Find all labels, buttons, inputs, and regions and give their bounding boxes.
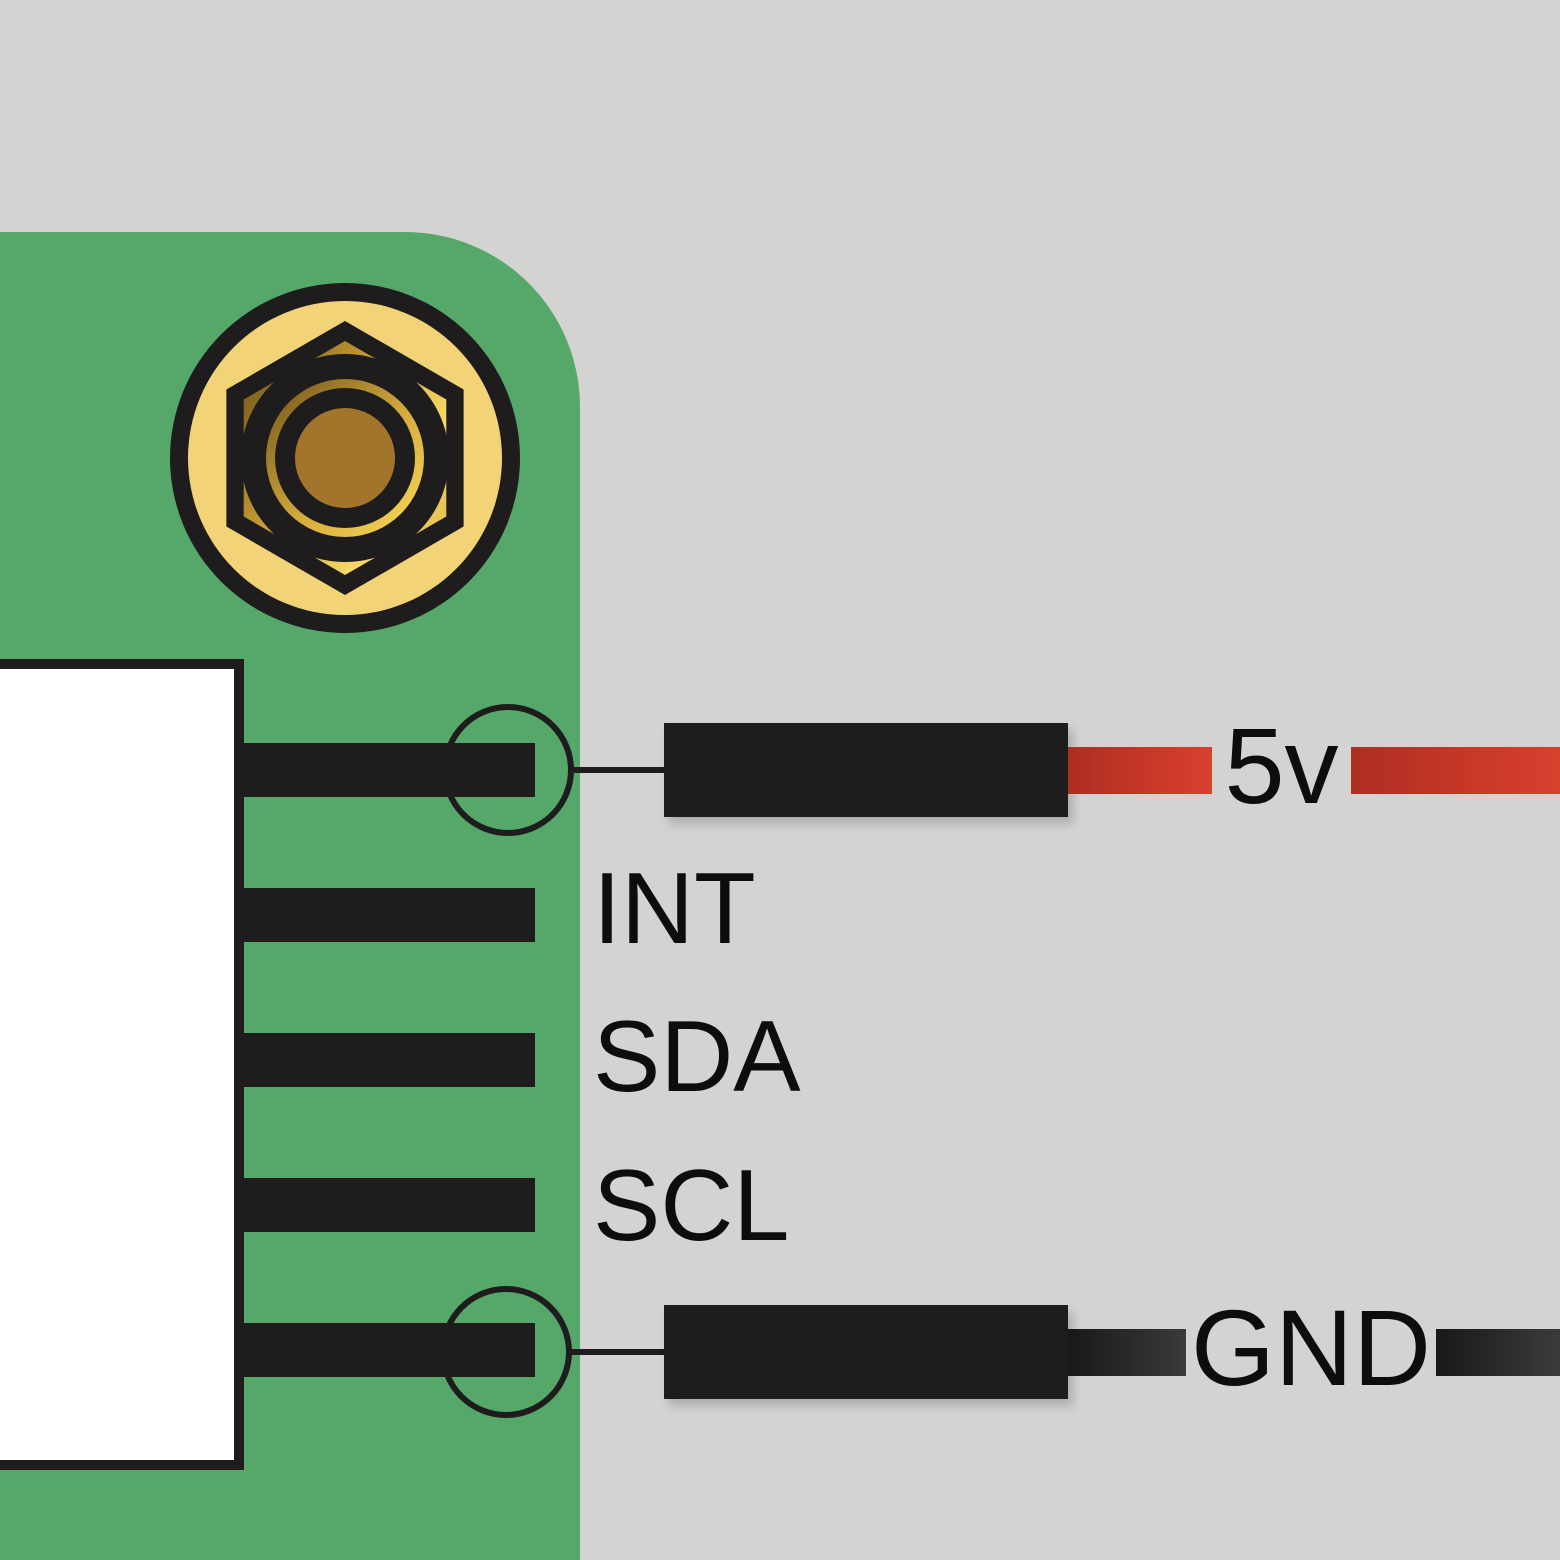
wire-red-5v-segment-2 (1351, 747, 1560, 794)
pin-label-sda: SDA (593, 1001, 801, 1113)
pin-label-int: INT (593, 853, 756, 965)
leader-line-gnd (570, 1349, 666, 1355)
wire-connector-housing-5v (664, 723, 1068, 817)
wire-connector-housing-gnd (664, 1305, 1068, 1399)
pin-highlight-circle-5v (442, 704, 574, 836)
wire-label-5v: 5v (1224, 705, 1339, 826)
wire-red-5v-segment-1 (1068, 747, 1212, 794)
leader-line-5v (570, 767, 666, 773)
standoff-mounting-hole-icon (170, 283, 520, 633)
pin-int (244, 888, 535, 942)
pin-label-scl: SCL (593, 1150, 790, 1262)
wire-black-gnd-segment-1 (1068, 1329, 1186, 1376)
connector-body (0, 659, 244, 1470)
wire-label-gnd: GND (1191, 1287, 1431, 1408)
standoff-bore-hole (295, 408, 395, 508)
pin-sda (244, 1033, 535, 1087)
pin-highlight-circle-gnd (440, 1286, 572, 1418)
wire-black-gnd-segment-2 (1436, 1329, 1560, 1376)
pin-scl (244, 1178, 535, 1232)
